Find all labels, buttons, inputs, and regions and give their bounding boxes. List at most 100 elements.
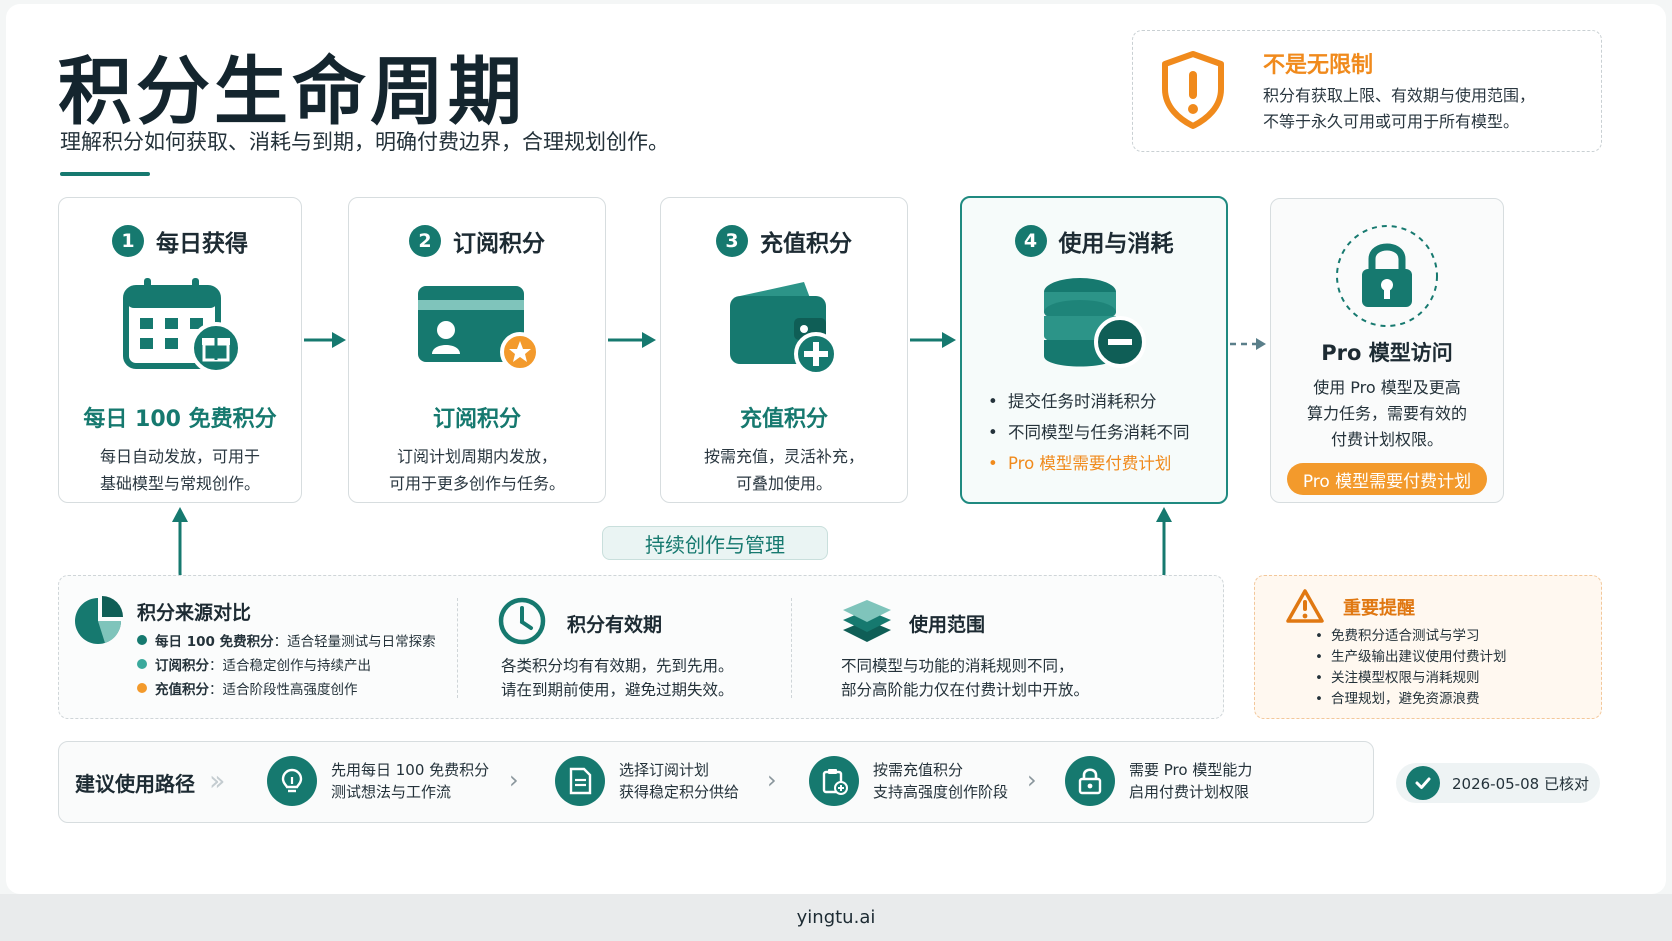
chevron-right-icon: › — [509, 766, 519, 794]
path-line: 先用每日 100 免费积分 — [331, 761, 490, 779]
path-step-text: 需要 Pro 模型能力 启用付费计划权限 — [1129, 759, 1252, 803]
page-subtitle: 理解积分如何获取、消耗与到期，明确付费边界，合理规划创作。 — [60, 130, 669, 154]
pro-description: 使用 Pro 模型及更高 算力任务，需要有效的 付费计划权限。 — [1289, 375, 1485, 453]
warning-icon — [1285, 588, 1325, 628]
column-divider — [791, 598, 792, 698]
calendar-gift-icon — [120, 278, 242, 382]
legend-dot — [137, 659, 147, 669]
legend-sep: ： — [273, 634, 288, 650]
path-line: 需要 Pro 模型能力 — [1129, 761, 1253, 779]
reminder-title: 重要提醒 — [1343, 598, 1415, 619]
path-line: 测试想法与工作流 — [331, 783, 452, 801]
reminder-item: 生产级输出建议使用付费计划 — [1315, 647, 1507, 668]
verified-date: 2026-05-08 已核对 — [1452, 774, 1589, 793]
lightbulb-icon — [267, 756, 317, 806]
arrow-3-to-4 — [910, 332, 956, 348]
step-number: 1 — [112, 225, 144, 257]
arrow-4-to-pro-dashed — [1230, 338, 1266, 350]
legend-desc: 适合稳定创作与持续产出 — [222, 658, 372, 674]
lock-icon — [1065, 756, 1115, 806]
legend-row-daily: 每日 100 免费积分：适合轻量测试与日常探索 — [137, 628, 436, 652]
notice-line: 积分有获取上限、有效期与使用范围， — [1263, 86, 1536, 105]
reminder-item: 关注模型权限与消耗规则 — [1315, 668, 1507, 689]
page-title: 积分生命周期 — [58, 49, 526, 135]
step-card-usage: 4 使用与消耗 提交任务时消耗积分 不同模型与任务消耗不同 Pro 模型需要付费… — [960, 196, 1228, 504]
validity-title: 积分有效期 — [567, 614, 663, 636]
validity-text: 各类积分均有有效期，先到先用。 请在到期前使用，避免过期失效。 — [501, 654, 734, 702]
legend-dot — [137, 635, 147, 645]
notice-title: 不是无限制 — [1263, 53, 1374, 78]
pro-title: Pro 模型访问 — [1321, 341, 1453, 365]
arrow-1-to-2 — [304, 332, 346, 348]
path-step-text: 选择订阅计划 获得稳定积分供给 — [619, 759, 739, 803]
legend-dot — [137, 683, 147, 693]
arrow-2-to-3 — [608, 332, 656, 348]
desc-line: 付费计划权限。 — [1330, 430, 1443, 449]
pro-access-card: Pro 模型访问 使用 Pro 模型及更高 算力任务，需要有效的 付费计划权限。… — [1270, 198, 1504, 503]
legend-name: 订阅积分 — [155, 658, 209, 674]
document-icon — [555, 756, 605, 806]
step-subtitle: 每日 100 免费积分 — [83, 407, 277, 432]
wallet-plus-icon — [724, 278, 844, 382]
scope-title: 使用范围 — [909, 614, 986, 636]
legend-sep: ： — [209, 682, 223, 698]
info-line: 不同模型与功能的消耗规则不同， — [841, 657, 1074, 675]
step-subtitle: 订阅积分 — [432, 407, 521, 432]
title-underline — [60, 172, 150, 176]
step-card-topup: 3 充值积分 充值积分 按需充值，灵活补充， 可叠加使用。 — [660, 197, 908, 503]
step-title: 每日获得 — [156, 231, 248, 257]
path-line: 支持高强度创作阶段 — [873, 783, 1009, 801]
legend-desc: 适合阶段性高强度创作 — [222, 682, 358, 698]
pro-paid-badge: Pro 模型需要付费计划 — [1287, 463, 1487, 495]
path-title: 建议使用路径 — [75, 772, 195, 796]
step-title: 使用与消耗 — [1058, 231, 1174, 257]
desc-line: 基础模型与常规创作。 — [99, 474, 260, 493]
path-step-text: 先用每日 100 免费积分 测试想法与工作流 — [331, 759, 489, 803]
legend-row-subscription: 订阅积分：适合稳定创作与持续产出 — [137, 652, 436, 676]
legend-name: 充值积分 — [155, 682, 209, 698]
info-line: 请在到期前使用，避免过期失效。 — [501, 681, 734, 699]
clock-icon — [497, 596, 547, 650]
loop-label: 持续创作与管理 — [602, 526, 828, 560]
step-card-daily: 1 每日获得 每日 100 免费积分 每日自动发放，可用于 基础模型与常规创作。 — [58, 197, 302, 503]
step-subtitle: 充值积分 — [739, 407, 828, 432]
reminder-list: 免费积分适合测试与学习 生产级输出建议使用付费计划 关注模型权限与消耗规则 合理… — [1315, 626, 1507, 710]
usage-bullet-highlight: Pro 模型需要付费计划 — [988, 448, 1190, 479]
sources-legend: 每日 100 免费积分：适合轻量测试与日常探索 订阅积分：适合稳定创作与持续产出… — [137, 628, 436, 700]
desc-line: 每日自动发放，可用于 — [99, 447, 260, 466]
suggested-path-bar: 建议使用路径 ›› 先用每日 100 免费积分 测试想法与工作流 › 选择订阅计… — [58, 741, 1374, 823]
layers-icon — [841, 598, 893, 648]
path-step-3: 按需充值积分 支持高强度创作阶段 — [809, 756, 1008, 806]
reminder-panel: 重要提醒 免费积分适合测试与学习 生产级输出建议使用付费计划 关注模型权限与消耗… — [1254, 575, 1602, 719]
path-line: 按需充值积分 — [873, 761, 964, 779]
clipboard-plus-icon — [809, 756, 859, 806]
chevron-right-icon: › — [1027, 766, 1037, 794]
step-title: 充值积分 — [760, 231, 852, 257]
reminder-item: 免费积分适合测试与学习 — [1315, 626, 1507, 647]
path-line: 启用付费计划权限 — [1129, 783, 1250, 801]
step-number: 4 — [1014, 225, 1047, 257]
desc-line: 可用于更多创作与任务。 — [388, 474, 565, 493]
reminder-item: 合理规划，避免资源浪费 — [1315, 689, 1507, 710]
double-chevron-icon: ›› — [209, 764, 226, 797]
usage-bullet: 提交任务时消耗积分 — [988, 386, 1190, 417]
column-divider — [457, 598, 458, 698]
desc-line: 使用 Pro 模型及更高 — [1313, 378, 1461, 397]
legend-name: 每日 100 免费积分 — [155, 634, 274, 650]
path-step-4: 需要 Pro 模型能力 启用付费计划权限 — [1065, 756, 1252, 806]
desc-line: 可叠加使用。 — [735, 474, 832, 493]
step-number: 2 — [409, 225, 441, 257]
footer-domain: yingtu.ai — [0, 894, 1672, 941]
database-minus-icon — [1034, 274, 1154, 378]
scope-text: 不同模型与功能的消耗规则不同， 部分高阶能力仅在付费计划中开放。 — [841, 654, 1089, 702]
step-description: 每日自动发放，可用于 基础模型与常规创作。 — [69, 443, 291, 497]
lock-icon — [1334, 223, 1440, 333]
notice-text: 积分有获取上限、有效期与使用范围， 不等于永久可用或可用于所有模型。 — [1263, 83, 1593, 135]
usage-bullet: 不同模型与任务消耗不同 — [988, 417, 1190, 448]
info-line: 部分高阶能力仅在付费计划中开放。 — [841, 681, 1090, 699]
path-step-2: 选择订阅计划 获得稳定积分供给 — [555, 756, 739, 806]
check-circle-icon — [1406, 766, 1440, 800]
verified-badge: 2026-05-08 已核对 — [1396, 763, 1600, 803]
step-description: 按需充值，灵活补充， 可叠加使用。 — [671, 443, 897, 497]
pie-chart-icon — [73, 596, 123, 650]
